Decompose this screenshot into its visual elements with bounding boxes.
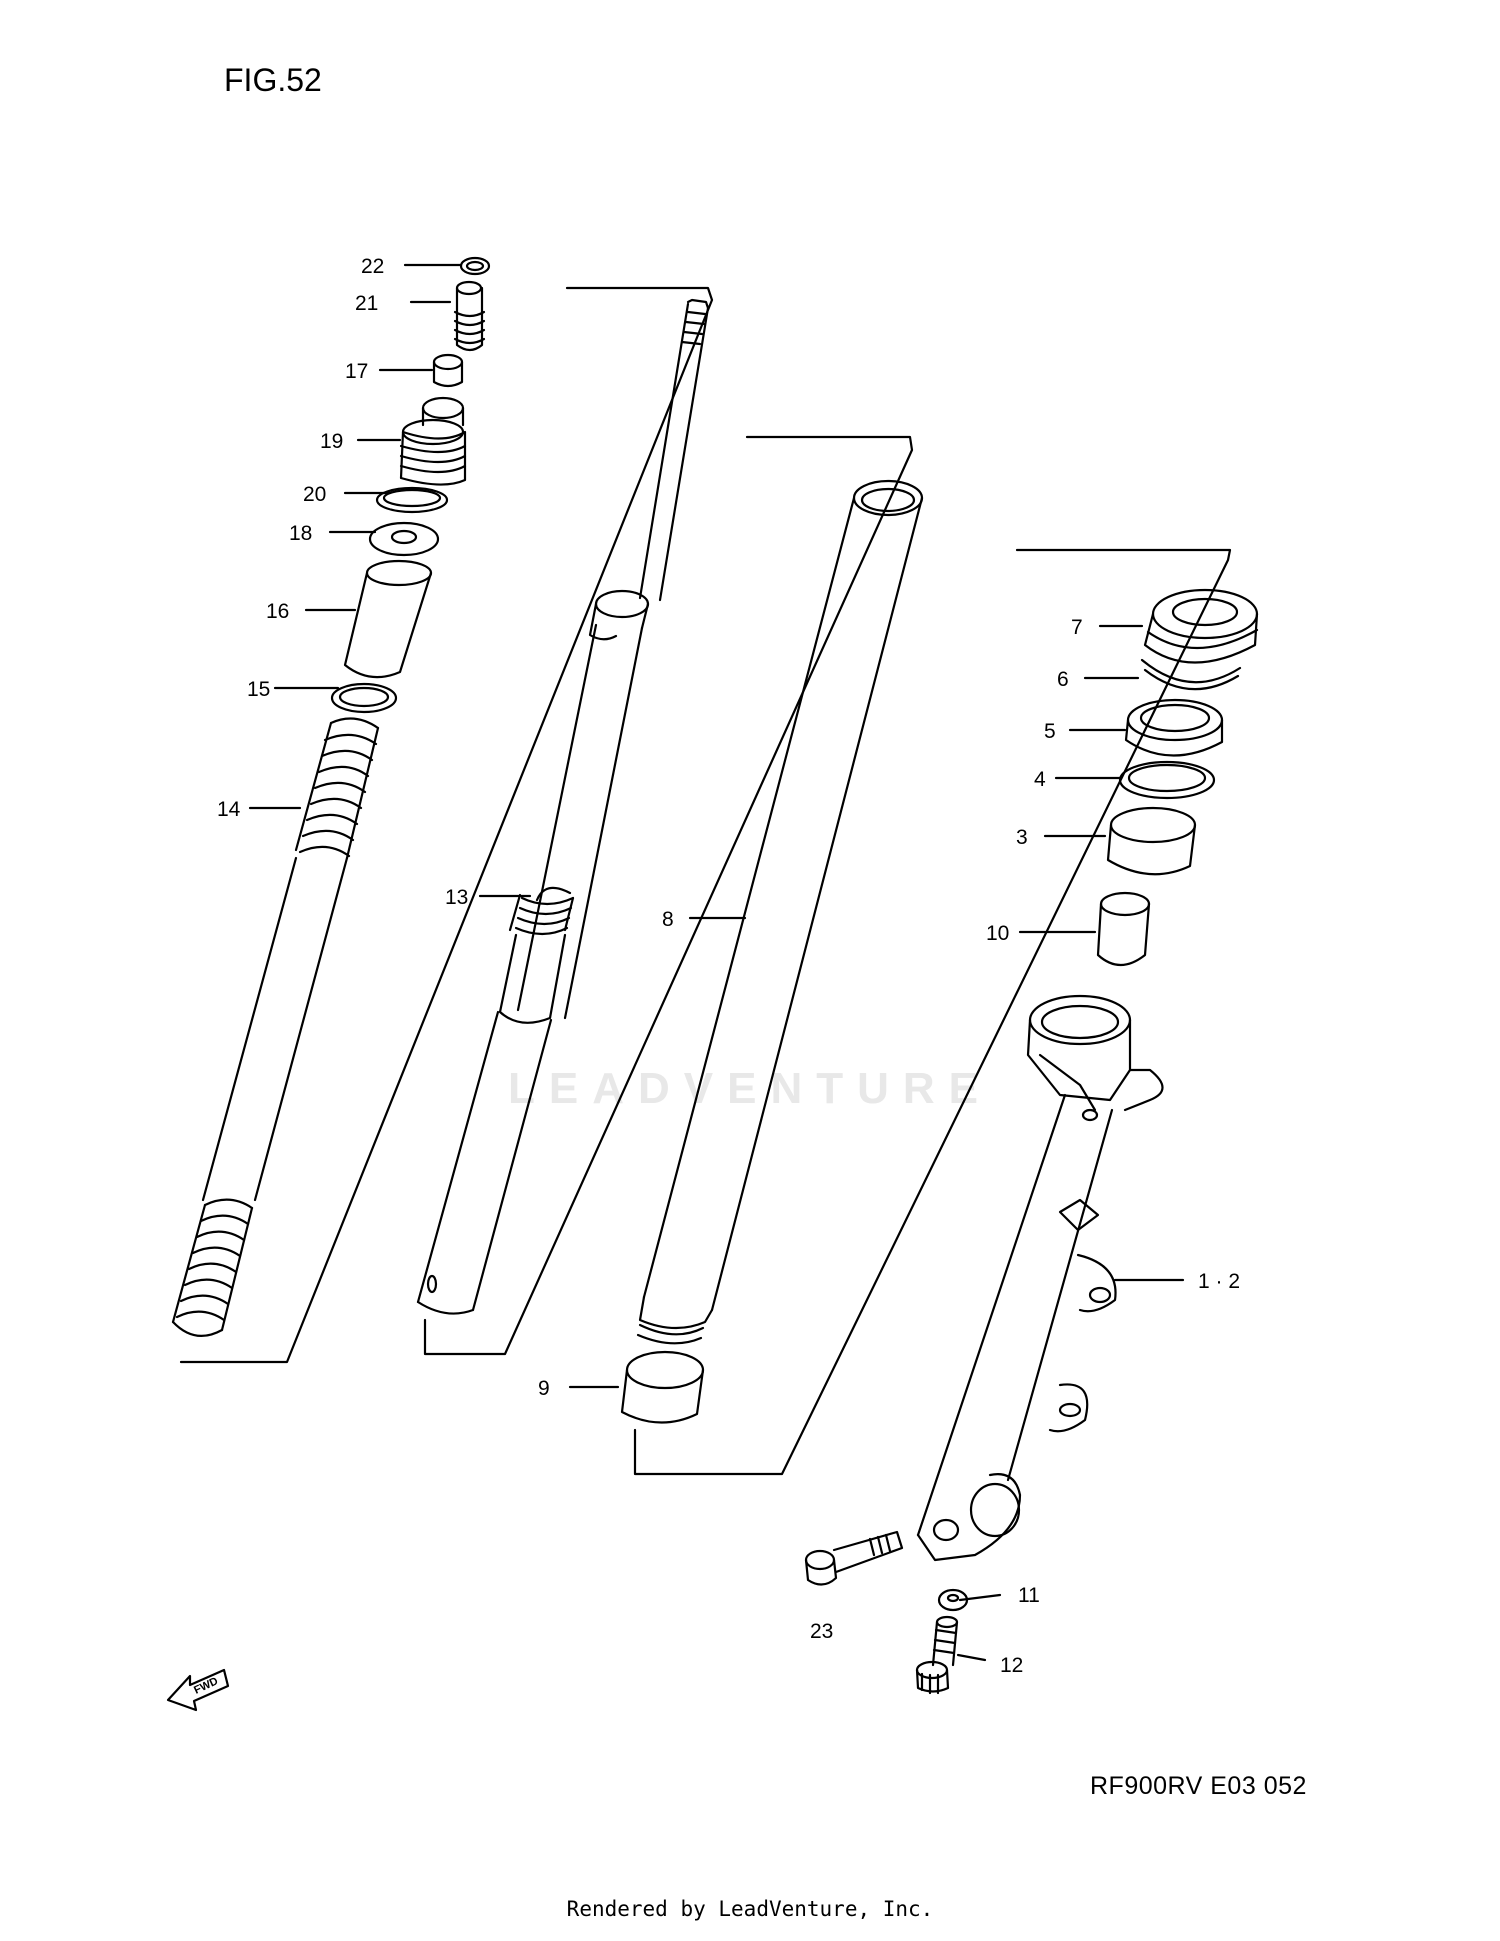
group-bracket-left [179, 286, 714, 1364]
part-14-spring-bottom [171, 1198, 254, 1338]
part-22-oring [459, 256, 491, 276]
group-bracket-rod [423, 435, 914, 1356]
callout-13: 13 [445, 886, 468, 909]
callout-8: 8 [662, 908, 674, 931]
figure-title: FIG.52 [224, 62, 322, 98]
part-6-stopper-ring [1140, 658, 1242, 691]
part-7-dust-seal [1143, 588, 1259, 664]
part-10-oil-lock [1096, 891, 1151, 967]
part-12-bolt [915, 1615, 959, 1695]
spring-outline-right [253, 856, 349, 1202]
callout-23: 23 [810, 1620, 833, 1643]
callout-3: 3 [1016, 826, 1028, 849]
callout-9: 9 [538, 1377, 550, 1400]
part-14-spring-top [294, 717, 380, 860]
part-21-adjuster [453, 280, 486, 352]
callout-4: 4 [1034, 768, 1046, 791]
part-20-oring [375, 486, 449, 514]
callout-16: 16 [266, 600, 289, 623]
watermark: LEADVENTURE [507, 1064, 993, 1113]
callout-12: 12 [1000, 1654, 1023, 1677]
part-15-washer [330, 682, 398, 714]
part-1-2-outer-tube [916, 994, 1164, 1562]
callout-19: 19 [320, 430, 343, 453]
part-17-collar [432, 353, 464, 388]
callout-17: 17 [345, 360, 368, 383]
callout-5: 5 [1044, 720, 1056, 743]
callout-1-2: 1 · 2 [1198, 1270, 1240, 1293]
fwd-arrow-icon: FWD [166, 1668, 230, 1712]
callout-18: 18 [289, 522, 312, 545]
callout-7: 7 [1071, 616, 1083, 639]
callout-11: 11 [1018, 1584, 1040, 1607]
part-3-guide-bushing [1106, 806, 1197, 876]
callout-6: 6 [1057, 668, 1069, 691]
callout-15: 15 [247, 678, 270, 701]
callout-14: 14 [217, 798, 241, 821]
callout-20: 20 [303, 483, 326, 506]
callout-21: 21 [355, 292, 378, 315]
spring-outline-left [201, 856, 298, 1202]
part-9-slide-bushing [620, 1295, 714, 1424]
part-4-washer [1118, 760, 1216, 800]
leader-lines [248, 263, 1185, 1662]
part-5-oil-seal [1124, 698, 1224, 757]
callout-labels: 22 21 17 19 20 18 16 15 14 13 8 7 6 5 4 … [217, 255, 1240, 1677]
rendered-by-footer: Rendered by LeadVenture, Inc. [566, 1897, 934, 1921]
model-code: RF900RV E03 052 [1090, 1772, 1307, 1800]
group-bracket-tube [633, 548, 1232, 1476]
part-8-inner-tube [642, 479, 924, 1312]
part-16-spacer [343, 559, 433, 679]
svg-text:FWD: FWD [192, 1675, 220, 1696]
part-19-cap-bolt [399, 396, 467, 486]
callout-22: 22 [361, 255, 384, 278]
part-18-washer [368, 521, 440, 557]
callout-10: 10 [986, 922, 1009, 945]
part-13-damper-rod [416, 298, 710, 1315]
part-23-bolt [804, 1530, 904, 1586]
